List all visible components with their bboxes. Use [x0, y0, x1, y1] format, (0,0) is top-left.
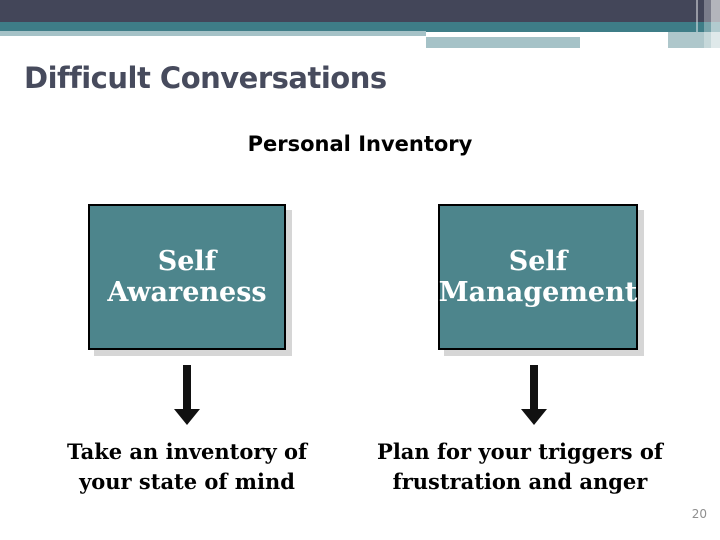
header-light-stripe-left — [0, 31, 426, 36]
caption-line: your state of mind — [79, 469, 295, 494]
down-arrow-icon — [174, 365, 200, 425]
caption-line: Plan for your triggers of — [377, 439, 663, 464]
caption-self-management: Plan for your triggers of frustration an… — [370, 437, 670, 497]
header-teal-band — [0, 22, 720, 32]
arrow-head — [521, 409, 547, 425]
page-title: Difficult Conversations — [24, 61, 387, 95]
header-vertical-bar — [704, 0, 711, 48]
header-dark-band — [0, 0, 720, 22]
slide-subtitle: Personal Inventory — [247, 132, 473, 156]
header-right-column — [711, 0, 720, 50]
arrow-shaft — [530, 365, 538, 410]
down-arrow-icon — [521, 365, 547, 425]
caption-self-awareness: Take an inventory of your state of mind — [37, 437, 337, 497]
caption-line: frustration and anger — [392, 469, 648, 494]
caption-line: Take an inventory of — [66, 439, 308, 464]
box-label-line: Awareness — [107, 277, 267, 308]
box-self-management: Self Management — [438, 204, 638, 350]
box-label-line: Management — [438, 277, 638, 308]
header-light-stripe-right — [668, 32, 720, 48]
header-light-stripe-mid — [426, 37, 580, 48]
arrow-shaft — [183, 365, 191, 410]
box-self-awareness: Self Awareness — [88, 204, 286, 350]
page-number: 20 — [691, 507, 707, 521]
arrow-head — [174, 409, 200, 425]
header-vertical-line — [696, 0, 698, 32]
box-label-line: Self — [508, 246, 568, 277]
box-label-line: Self — [157, 246, 217, 277]
